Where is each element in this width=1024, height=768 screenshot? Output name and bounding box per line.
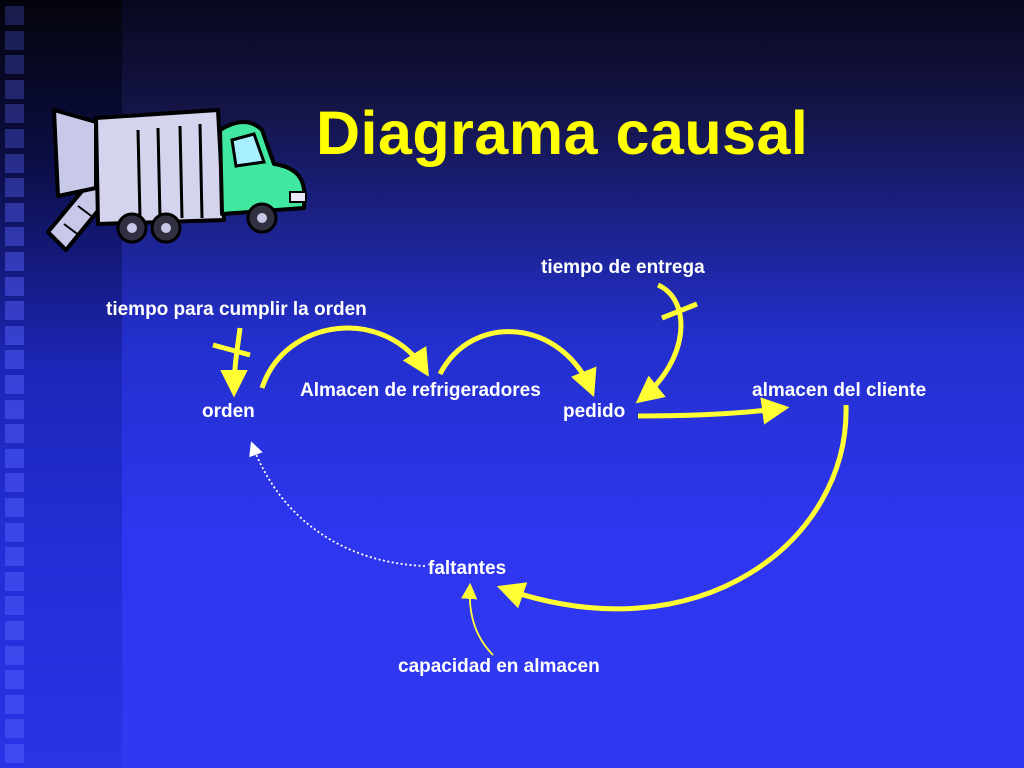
decorative-square xyxy=(5,6,24,25)
arrow-pedido-to-cliente xyxy=(637,397,790,425)
slide-title: Diagrama causal xyxy=(316,99,809,167)
decorative-square xyxy=(5,571,24,591)
decorative-square xyxy=(5,79,24,99)
arrow-tiempo-entrega-to-pedido xyxy=(635,282,684,404)
decorative-square xyxy=(5,473,24,493)
decorative-square xyxy=(5,399,24,419)
decorative-square xyxy=(5,276,24,296)
node-almacen-cliente: almacen del cliente xyxy=(752,380,927,401)
decorative-square xyxy=(5,670,24,690)
decorative-square xyxy=(5,547,24,567)
node-faltantes: faltantes xyxy=(428,558,507,579)
decorative-square xyxy=(5,694,24,714)
arrow-tiempo-cumplir-to-orden xyxy=(220,327,248,398)
decorative-square xyxy=(5,424,24,444)
decorative-square xyxy=(5,178,24,198)
arrow-orden-to-almacen xyxy=(259,325,429,389)
decorative-square xyxy=(5,325,24,345)
decorative-square xyxy=(5,375,24,394)
arrow-capacidad-to-faltantes xyxy=(461,582,494,656)
delay-mark-entrega xyxy=(661,301,698,321)
decorative-square xyxy=(5,621,24,640)
decorative-square xyxy=(5,104,24,124)
node-tiempo-entrega: tiempo de entrega xyxy=(541,257,705,278)
decorative-square xyxy=(5,252,24,271)
decorative-square xyxy=(5,227,24,247)
delay-mark-cumplir xyxy=(212,342,251,358)
node-orden: orden xyxy=(202,401,255,422)
node-almacen-refrigeradores: Almacen de refrigeradores xyxy=(300,380,541,401)
decorative-square xyxy=(5,596,24,616)
decorative-square xyxy=(5,498,24,517)
arrow-almacen-to-pedido xyxy=(437,329,597,398)
node-pedido: pedido xyxy=(563,401,626,422)
node-capacidad-almacen: capacidad en almacen xyxy=(398,656,600,677)
decorative-square xyxy=(5,744,24,763)
decorative-square xyxy=(5,448,24,468)
decorative-square xyxy=(5,30,24,50)
decorative-square xyxy=(5,350,24,370)
decorative-square xyxy=(5,129,24,148)
decorative-squares xyxy=(5,0,35,768)
arrow-cliente-to-faltantes xyxy=(496,404,849,612)
decorative-square xyxy=(5,202,24,222)
decorative-square xyxy=(5,55,24,75)
decorative-square xyxy=(5,719,24,739)
decorative-square xyxy=(5,522,24,542)
truck-icon xyxy=(46,108,307,252)
decorative-square xyxy=(5,153,24,173)
decorative-square xyxy=(5,301,24,321)
arrow-faltantes-to-orden xyxy=(249,441,426,567)
node-tiempo-cumplir: tiempo para cumplir la orden xyxy=(106,299,367,320)
decorative-square xyxy=(5,645,24,665)
